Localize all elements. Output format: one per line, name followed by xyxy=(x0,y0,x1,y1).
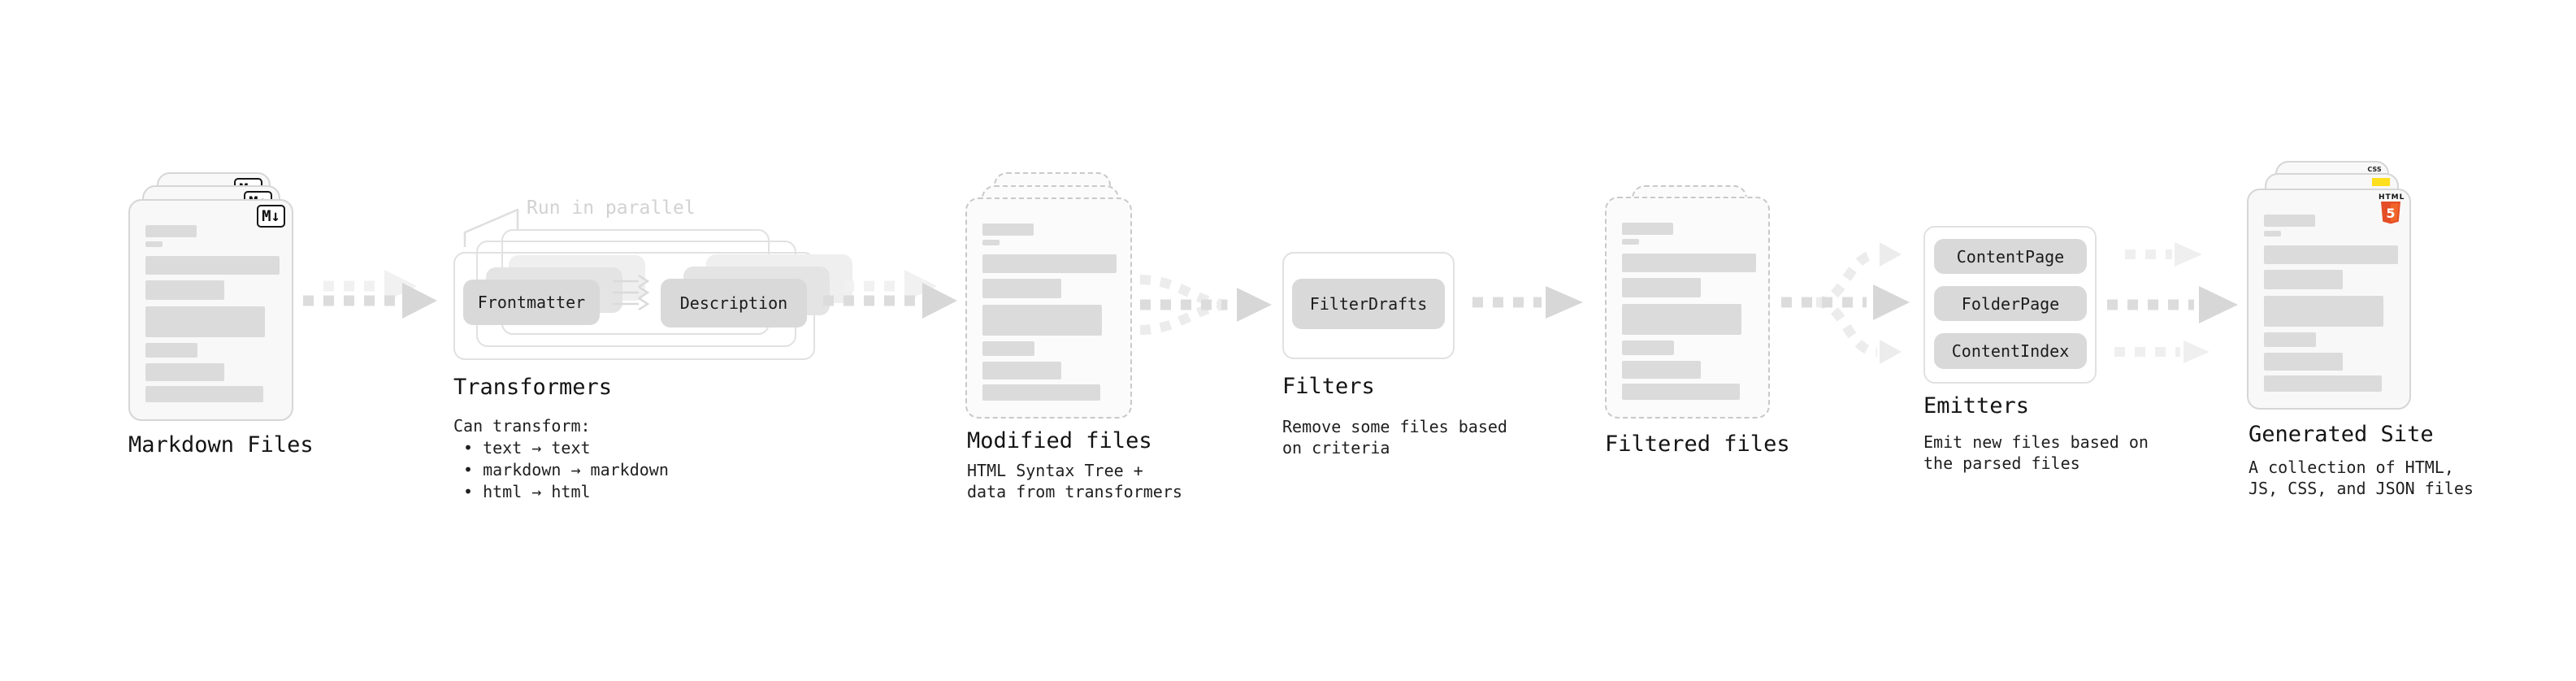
site-file-card-html: HTML 5 xyxy=(2247,189,2411,410)
markdown-file-card-front: M↓ xyxy=(128,199,293,421)
emitters-desc-line: Emit new files based on xyxy=(1923,432,2149,452)
arrow-emitters-to-site-icon xyxy=(2107,242,2238,363)
placeholder-lines xyxy=(145,225,280,402)
placeholder-line xyxy=(2264,231,2281,236)
placeholder-line xyxy=(145,241,163,247)
arrow-transformers-to-modified-icon xyxy=(823,270,957,319)
placeholder-line xyxy=(2264,215,2315,227)
html5-label: HTML xyxy=(2379,193,2405,202)
placeholder-line xyxy=(1622,278,1701,297)
modified-files-desc-line: data from transformers xyxy=(967,482,1182,501)
generated-site-node: CSS HTML 5 xyxy=(2247,161,2411,410)
emitters-desc-line: the parsed files xyxy=(1923,453,2080,473)
html5-icon: HTML 5 xyxy=(2379,193,2405,228)
placeholder-line xyxy=(2264,245,2398,264)
markdown-files-label: Markdown Files xyxy=(128,432,314,458)
placeholder-line xyxy=(145,343,197,358)
modified-files-label: Modified files xyxy=(967,428,1152,453)
modified-files-desc-line: HTML Syntax Tree + xyxy=(967,461,1143,480)
placeholder-line xyxy=(145,306,265,337)
arrow-filters-to-filtered-icon xyxy=(1472,286,1583,319)
placeholder-line xyxy=(145,280,224,300)
parallel-arrows-icon xyxy=(613,274,650,311)
placeholder-line xyxy=(2264,375,2382,392)
html5-number: 5 xyxy=(2386,206,2395,221)
placeholder-line xyxy=(1622,384,1740,400)
run-in-parallel-callout: Run in parallel xyxy=(527,197,696,219)
placeholder-lines xyxy=(2264,215,2398,392)
placeholder-line xyxy=(145,386,263,402)
transformers-desc-heading: Can transform: xyxy=(453,416,591,436)
placeholder-line xyxy=(1622,304,1741,335)
filtered-files-label: Filtered files xyxy=(1605,432,1790,457)
placeholder-line xyxy=(982,362,1061,380)
placeholder-line xyxy=(1622,239,1639,245)
filters-desc-line: on criteria xyxy=(1282,438,1390,458)
transformers-title: Transformers xyxy=(453,375,613,400)
placeholder-line xyxy=(982,341,1034,356)
placeholder-line xyxy=(982,305,1102,336)
css-badge-label: CSS xyxy=(2367,166,2382,173)
run-in-parallel-leader-line xyxy=(463,208,519,247)
generated-site-description: A collection of HTML, JS, CSS, and JSON … xyxy=(2249,457,2474,499)
markdown-icon: M↓ xyxy=(257,205,285,228)
generated-site-desc-line: JS, CSS, and JSON files xyxy=(2249,479,2474,498)
placeholder-line xyxy=(1622,254,1756,272)
modified-file-card-front xyxy=(965,197,1132,419)
placeholder-line xyxy=(1622,223,1673,235)
modified-files-node xyxy=(965,172,1132,419)
transformers-bullet: • text → text xyxy=(463,438,591,458)
transformers-description: Can transform: • text → text • markdown … xyxy=(453,415,669,503)
markdown-files-node: M↓ M↓ M↓ xyxy=(128,172,293,421)
contentpage-pill: ContentPage xyxy=(1934,239,2087,274)
js-badge xyxy=(2372,178,2390,186)
placeholder-line xyxy=(2264,332,2316,347)
filtered-file-card-front xyxy=(1605,197,1770,419)
filters-title: Filters xyxy=(1282,374,1375,399)
placeholder-line xyxy=(982,254,1117,273)
placeholder-line xyxy=(2264,270,2343,289)
placeholder-line xyxy=(2264,353,2343,371)
modified-files-description: HTML Syntax Tree + data from transformer… xyxy=(967,460,1182,502)
placeholder-line xyxy=(145,363,224,381)
placeholder-line xyxy=(145,225,197,237)
generated-site-desc-line: A collection of HTML, xyxy=(2249,458,2454,477)
placeholder-line xyxy=(1622,340,1674,355)
generated-site-label: Generated Site xyxy=(2249,422,2434,447)
placeholder-line xyxy=(982,240,1000,245)
placeholder-line xyxy=(982,223,1034,236)
arrow-modified-to-filters-icon xyxy=(1139,275,1272,335)
filtered-files-node xyxy=(1605,185,1770,419)
contentindex-pill: ContentIndex xyxy=(1934,333,2087,369)
filters-description: Remove some files based on criteria xyxy=(1282,416,1507,458)
arrow-filtered-to-emitters-icon xyxy=(1781,242,1910,364)
placeholder-lines xyxy=(1622,223,1756,400)
arrow-markdown-to-transformers-icon xyxy=(303,270,437,319)
placeholder-line xyxy=(982,384,1100,401)
emitters-title: Emitters xyxy=(1923,393,2030,419)
description-pill: Description xyxy=(661,279,807,327)
transformers-bullet: • html → html xyxy=(463,482,591,501)
frontmatter-pill: Frontmatter xyxy=(463,280,600,325)
filters-box xyxy=(1282,252,1455,359)
filterdrafts-pill: FilterDrafts xyxy=(1292,279,1445,329)
transformers-bullet: • markdown → markdown xyxy=(463,460,669,479)
emitters-description: Emit new files based on the parsed files xyxy=(1923,432,2149,474)
filters-desc-line: Remove some files based xyxy=(1282,417,1507,436)
placeholder-line xyxy=(1622,361,1701,379)
placeholder-line xyxy=(982,279,1061,298)
placeholder-line xyxy=(145,256,280,275)
placeholder-line xyxy=(2264,296,2383,327)
folderpage-pill: FolderPage xyxy=(1934,286,2087,321)
placeholder-lines xyxy=(982,223,1117,401)
emitters-box: ContentPage FolderPage ContentIndex xyxy=(1923,226,2097,384)
